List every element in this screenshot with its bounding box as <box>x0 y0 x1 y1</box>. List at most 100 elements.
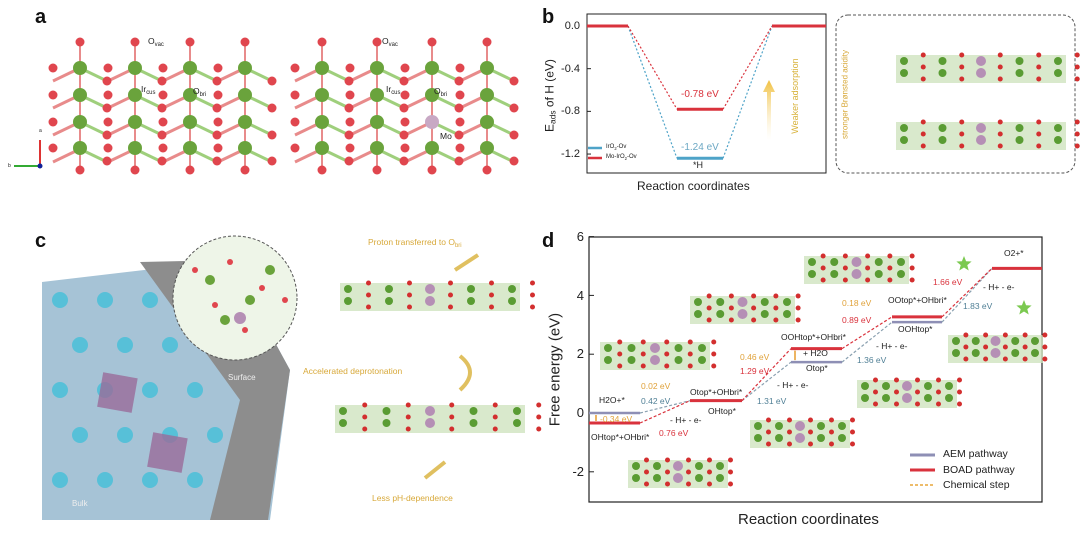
oxygen-atom <box>751 293 757 299</box>
metal-atom <box>385 285 393 293</box>
d-aem-1.83: 1.83 eV <box>963 301 993 311</box>
oxygen-atom <box>959 76 965 82</box>
axis-a-label: a <box>39 128 42 134</box>
metal-atom <box>817 434 825 442</box>
d-ytick-6: 6 <box>576 229 584 244</box>
oxygen-atom <box>489 304 494 310</box>
axis-origin <box>37 163 43 169</box>
oxygen-atom <box>482 37 492 47</box>
d-xlabel: Reaction coordinates <box>738 511 879 528</box>
oxygen-atom <box>795 317 801 323</box>
oxygen-atom <box>687 339 693 345</box>
iridium-atom <box>370 61 384 75</box>
metal-atom <box>653 462 661 470</box>
c-bulk-atom <box>117 427 133 443</box>
oxygen-atom <box>345 90 355 100</box>
oxygen-atom <box>1036 64 1042 70</box>
iridium-atom <box>425 141 439 155</box>
oxygen-atom <box>644 481 649 487</box>
metal-atom <box>976 135 986 145</box>
ir-cus-label-right: Ircus <box>386 84 401 96</box>
d-chem-0.18: 0.18 eV <box>842 298 872 308</box>
d-ylabel: Free energy (eV) <box>546 312 564 427</box>
oxygen-atom <box>617 351 623 357</box>
b-ytick-3: -1.2 <box>561 148 580 160</box>
o-vac-label-left: Ovac <box>148 36 164 48</box>
c-bulk-atom <box>142 382 158 398</box>
panel-label-c: c <box>35 230 47 252</box>
c-ir-atom <box>205 275 215 285</box>
oxygen-atom <box>530 292 535 298</box>
metal-atom <box>513 407 521 415</box>
metal-atom <box>897 258 905 266</box>
metal-atom <box>861 382 869 390</box>
metal-atom <box>425 296 435 306</box>
oxygen-atom <box>240 37 250 47</box>
oxygen-atom <box>1042 356 1048 362</box>
b-plot-frame <box>586 13 827 174</box>
iridium-atom <box>480 88 494 102</box>
oxygen-atom <box>706 305 712 311</box>
oxygen-atom <box>400 90 410 100</box>
metal-atom <box>952 349 960 357</box>
oxygen-atom <box>829 417 834 423</box>
oxygen-atom <box>366 292 371 298</box>
oxygen-atom <box>345 117 355 127</box>
metal-atom <box>1011 349 1020 357</box>
oxygen-atom <box>345 63 355 73</box>
oxygen-atom <box>449 426 455 432</box>
metal-atom <box>760 310 769 318</box>
metal-atom <box>754 422 762 430</box>
c-bulk-atom <box>207 427 223 443</box>
d-state-oohtop: OOHtop* <box>898 324 933 334</box>
d-boad-0.76: 0.76 eV <box>659 428 689 438</box>
metal-atom <box>924 382 932 390</box>
oxygen-atom <box>997 76 1003 82</box>
oxygen-atom <box>1022 356 1028 362</box>
b-connector-1 <box>627 25 678 110</box>
metal-atom <box>938 136 947 144</box>
iridium-atom <box>183 88 197 102</box>
oxygen-atom <box>957 389 962 395</box>
b-ytick-2: -0.8 <box>561 105 580 117</box>
c-bulk-atom <box>52 292 68 308</box>
d-ytick-neg2: -2 <box>572 464 584 479</box>
oxygen-atom <box>536 426 542 432</box>
oxygen-atom <box>915 377 920 383</box>
metal-atom <box>838 422 846 430</box>
iridium-atom <box>425 88 439 102</box>
metal-atom <box>339 407 347 415</box>
oxygen-atom <box>644 457 649 463</box>
oxygen-atom <box>920 131 926 137</box>
metal-atom <box>425 418 435 428</box>
metal-atom <box>795 421 805 431</box>
oxygen-atom <box>1022 344 1028 350</box>
oxygen-atom <box>212 156 222 166</box>
oxygen-atom <box>102 103 112 113</box>
metal-atom <box>632 462 640 470</box>
oxygen-atom <box>1074 143 1080 149</box>
metal-atom <box>508 285 516 293</box>
oxygen-atom <box>959 143 965 149</box>
metal-atom <box>604 344 612 352</box>
oxygen-atom <box>362 402 368 408</box>
b-ytick-0: 0.0 <box>564 20 580 32</box>
iridium-atom <box>73 88 87 102</box>
oxygen-atom <box>963 344 969 350</box>
oxygen-atom <box>344 130 354 140</box>
oxygen-atom <box>536 414 542 420</box>
oxygen-atom <box>936 389 941 395</box>
d-step-3: - H+ - e- <box>876 341 908 351</box>
oxygen-atom <box>1074 76 1080 82</box>
d-aem-0.42: 0.42 eV <box>641 396 671 406</box>
oxygen-atom <box>345 143 355 153</box>
b-annotation-mo: -0.78 eV <box>681 89 719 100</box>
oxygen-atom <box>1036 119 1042 125</box>
oxygen-atom <box>959 119 965 125</box>
metal-atom <box>1015 57 1024 65</box>
oxygen-atom <box>399 156 409 166</box>
oxygen-atom <box>707 469 712 475</box>
metal-atom <box>674 356 683 364</box>
iridium-atom <box>73 61 87 75</box>
c-bulk-atom <box>187 472 203 488</box>
